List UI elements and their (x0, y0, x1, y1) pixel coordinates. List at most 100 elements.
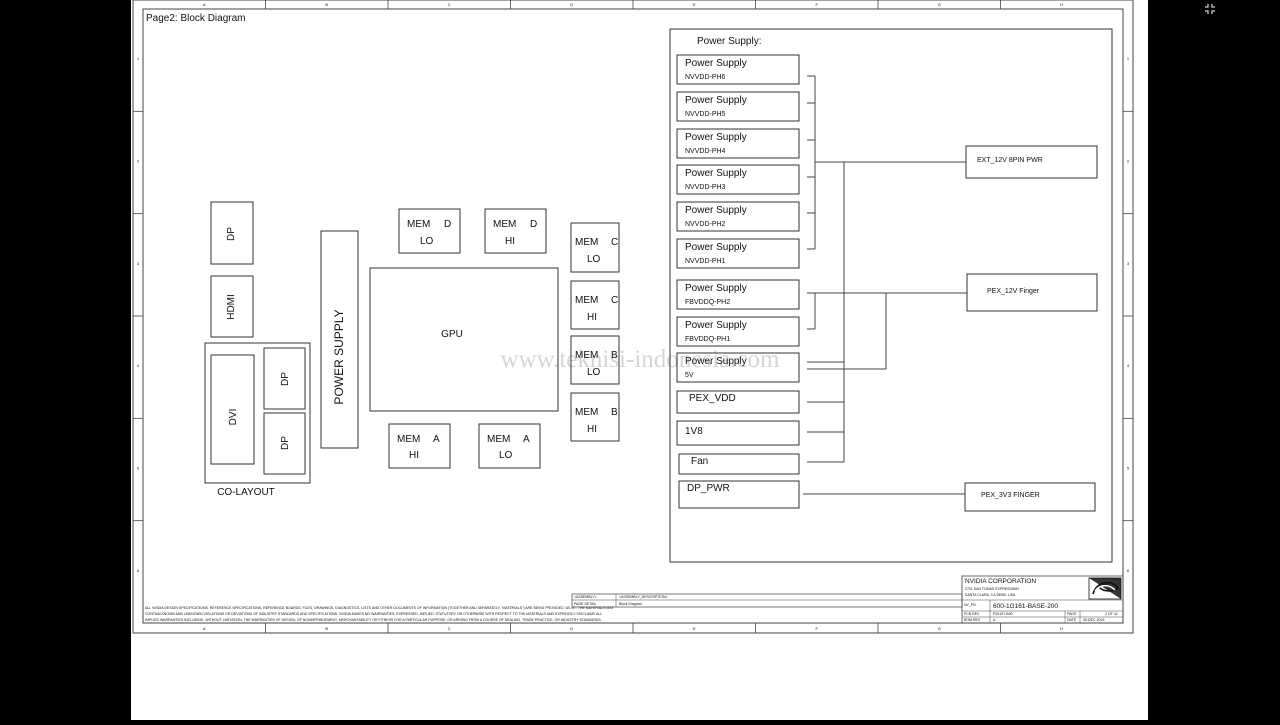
dp-connector-top (210, 201, 254, 265)
rail-sub: NVVDD-PH4 (685, 148, 726, 155)
mem-label: MEM (397, 434, 420, 445)
mem-label: MEM (407, 219, 430, 230)
mem-channel: A (523, 434, 530, 445)
rail-title: Power Supply (685, 242, 747, 253)
mem-label: MEM (575, 295, 598, 306)
memory-block-a-hi: MEM A HI (388, 423, 451, 469)
rail-nvvdd-ph6: Power Supply NVVDD-PH6 (676, 54, 800, 85)
memory-block-c-hi: MEM C HI (570, 280, 620, 330)
mem-half: LO (499, 450, 513, 461)
mem-channel: A (433, 434, 440, 445)
rail-title: Power Supply (685, 205, 747, 216)
border-row-label: 5 (137, 466, 140, 471)
svg-text:A: A (993, 618, 996, 622)
border-row-label: 1 (137, 56, 140, 61)
dp-connector-a (263, 347, 306, 410)
source-pex-3v3: PEX_3V3 FINGER (964, 482, 1096, 512)
rail-title: PEX_VDD (689, 393, 736, 404)
svg-text:ALL NVIDIA DESIGN SPECIFICATIO: ALL NVIDIA DESIGN SPECIFICATIONS, REFERE… (145, 606, 614, 610)
power-heading: Power Supply: (697, 36, 761, 47)
border-row-label: 3 (1127, 261, 1130, 266)
rail-sub: 5V (685, 372, 694, 379)
mem-channel: B (611, 350, 618, 361)
border-row-label: 3 (137, 261, 140, 266)
mem-channel: D (530, 219, 537, 230)
border-column-label: H (1060, 626, 1063, 631)
svg-text:2 OF 42: 2 OF 42 (1105, 612, 1118, 616)
rail-title: Power Supply (685, 95, 747, 106)
dvi-label: DVI (228, 409, 239, 426)
border-row-label: 6 (137, 568, 140, 573)
svg-text:<ASSEMBLY>: <ASSEMBLY> (574, 595, 597, 599)
rail-sub: NVVDD-PH3 (685, 184, 726, 191)
rail-title: Power Supply (685, 283, 747, 294)
svg-text:NV_PN: NV_PN (964, 603, 976, 607)
svg-text:CONTAIN KNOWN AND UNKNOWN VIOL: CONTAIN KNOWN AND UNKNOWN VIOLATIONS OR … (145, 612, 602, 616)
rail-sub: NVVDD-PH1 (685, 258, 726, 265)
rail-fbvddq-ph1: Power Supply FBVDDQ-PH1 (676, 316, 800, 347)
gpu-block (369, 267, 559, 412)
watermark: www.teknisi-indonesia.com (501, 346, 780, 373)
rail-title: Power Supply (685, 320, 747, 331)
memory-block-b-lo: MEM B LO (570, 335, 620, 385)
border-column-label: D (570, 626, 573, 631)
source-label: EXT_12V 8PIN PWR (977, 157, 1043, 164)
memory-block-b-hi: MEM B HI (570, 392, 620, 442)
border-column-label: C (448, 2, 451, 7)
rail-nvvdd-ph2: Power Supply NVVDD-PH2 (676, 201, 800, 232)
power-supply-block (320, 230, 359, 449)
border-column-label: A (203, 626, 206, 631)
border-column-label: D (570, 2, 573, 7)
memory-block-d-lo: MEM D LO (398, 208, 461, 254)
rail-1v8: 1V8 (676, 420, 800, 446)
rail-sub: NVVDD-PH5 (685, 111, 726, 118)
border-column-label: E (693, 626, 696, 631)
rail-nvvdd-ph1: Power Supply NVVDD-PH1 (676, 238, 800, 269)
border-column-label: H (1060, 2, 1063, 7)
dp-top-label: DP (226, 227, 237, 241)
company-name: NVIDIA CORPORATION (965, 578, 1036, 585)
border-column-label: A (203, 2, 206, 7)
border-row-label: 2 (137, 159, 140, 164)
mem-half: HI (409, 450, 419, 461)
border-column-label: G (938, 2, 941, 7)
mem-half: HI (587, 424, 597, 435)
rail-pex-vdd: PEX_VDD (676, 390, 800, 414)
border-column-label: B (325, 2, 328, 7)
legal-disclaimer: ALL NVIDIA DESIGN SPECIFICATIONS, REFERE… (145, 606, 614, 622)
mem-half: LO (587, 367, 601, 378)
svg-text:Block Diagram: Block Diagram (619, 602, 642, 606)
source-label: PEX_12V Finger (987, 288, 1040, 295)
power-wiring (803, 75, 967, 495)
rail-title: Power Supply (685, 356, 747, 367)
svg-text:BOM REV: BOM REV (964, 618, 981, 622)
svg-text:<ASSEMBLY_DESCRIPTION>: <ASSEMBLY_DESCRIPTION> (619, 595, 668, 599)
mem-label: MEM (575, 237, 598, 248)
power-supply-label: POWER SUPPLY (332, 309, 346, 404)
rail-title: 1V8 (685, 426, 703, 437)
source-label: PEX_3V3 FINGER (981, 492, 1040, 499)
rail-title: Fan (691, 456, 708, 467)
mem-half: HI (505, 236, 515, 247)
hdmi-label: HDMI (226, 294, 237, 320)
svg-text:PAGE DETAIL: PAGE DETAIL (574, 602, 596, 606)
border-column-label: F (816, 2, 819, 7)
dp-b-label: DP (280, 436, 291, 450)
mem-half: HI (587, 312, 597, 323)
rail-title: Power Supply (685, 132, 747, 143)
colayout-label: CO-LAYOUT (217, 487, 275, 498)
exit-fullscreen-icon[interactable] (1204, 3, 1216, 15)
svg-text:PCB REV: PCB REV (964, 612, 980, 616)
border-row-label: 6 (1127, 568, 1130, 573)
rail-sub: FBVDDQ-PH2 (685, 299, 730, 306)
rail-title: Power Supply (685, 168, 747, 179)
mem-channel: D (444, 219, 451, 230)
mem-half: LO (587, 254, 601, 265)
mem-half: LO (420, 236, 434, 247)
border-column-label: F (816, 626, 819, 631)
rail-title: DP_PWR (687, 483, 730, 494)
mem-channel: C (611, 237, 618, 248)
rail-fan: Fan (678, 453, 800, 475)
